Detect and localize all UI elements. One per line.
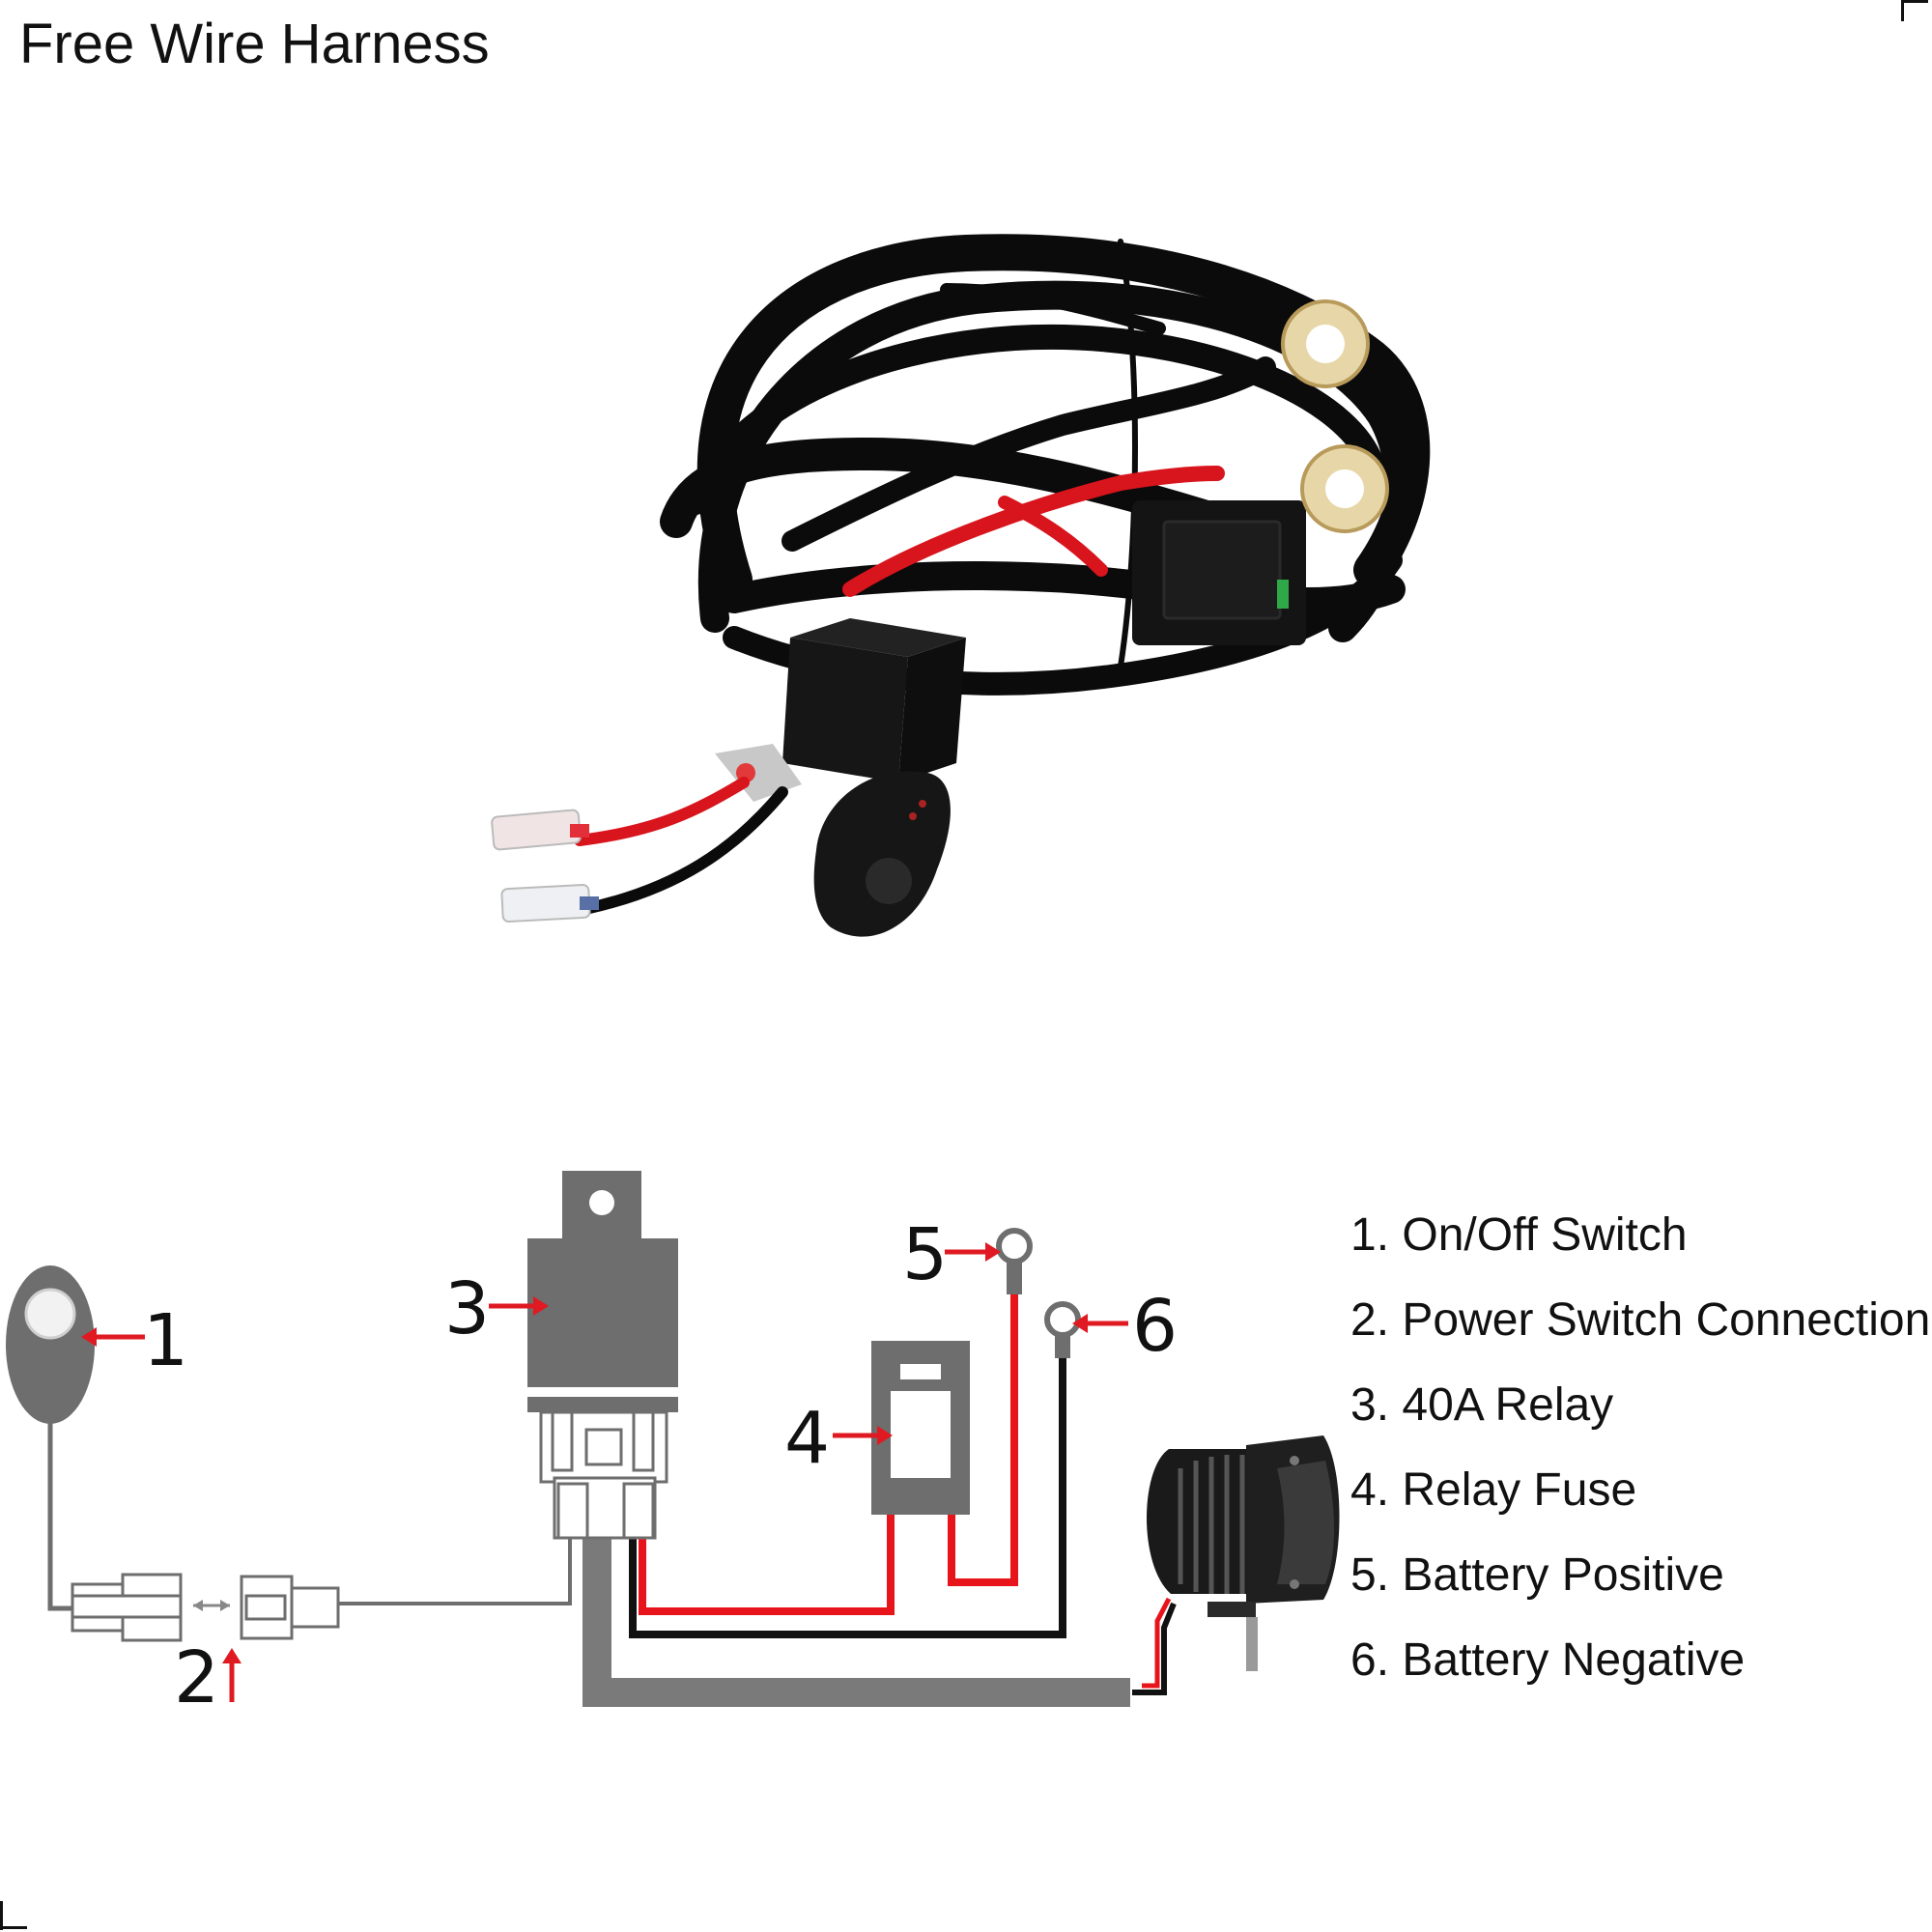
fuse-holder-icon: [1132, 500, 1306, 645]
wiring-diagram: 1 2 3 4 5 6: [6, 1171, 1340, 1719]
callout-6: 6: [1132, 1285, 1178, 1368]
wire-bundle-icon: [660, 234, 1431, 696]
callout-arrows: [81, 1242, 1128, 1702]
power-switch-connector-icon: [71, 1573, 340, 1642]
spade-connector-icon: [491, 809, 599, 923]
callout-4: 4: [784, 1397, 830, 1480]
legend-item-battery-positive: 5. Battery Positive: [1350, 1549, 1724, 1601]
legend-item-relay: 3. 40A Relay: [1350, 1379, 1614, 1431]
crop-mark-top-right: [1901, 0, 1904, 21]
callout-2: 2: [174, 1636, 219, 1719]
harness-photo: [491, 234, 1431, 937]
callout-5: 5: [902, 1213, 948, 1296]
ring-terminal-icon: [1281, 299, 1389, 533]
relay-fuse-icon: [871, 1341, 970, 1515]
component-legend: 1. On/Off Switch 2. Power Switch Connect…: [1350, 1208, 1930, 1718]
legend-item-battery-negative: 6. Battery Negative: [1350, 1634, 1746, 1686]
crop-mark-bottom-left: [0, 1901, 3, 1930]
negative-wire: [629, 1338, 1066, 1638]
legend-item-on-off-switch: 1. On/Off Switch: [1350, 1209, 1688, 1261]
battery-negative-terminal-icon: [1044, 1301, 1081, 1358]
positive-wire: [639, 1513, 895, 1615]
harness-trunk: [582, 1534, 1130, 1707]
callout-3: 3: [444, 1267, 490, 1350]
legend-item-power-switch-connection: 2. Power Switch Connection: [1350, 1294, 1931, 1346]
relay-diagram-icon: [527, 1171, 678, 1540]
crop-mark-top-right-h: [1901, 0, 1928, 3]
battery-positive-terminal-icon: [996, 1228, 1033, 1294]
callout-1: 1: [143, 1299, 188, 1382]
page-title: Free Wire Harness: [19, 13, 490, 75]
crop-mark-bottom-left-h: [0, 1926, 27, 1929]
switch-icon: [813, 771, 951, 937]
led-work-light-icon: [1147, 1435, 1340, 1671]
on-off-switch-icon: [6, 1265, 95, 1424]
legend-item-relay-fuse: 4. Relay Fuse: [1350, 1464, 1637, 1516]
